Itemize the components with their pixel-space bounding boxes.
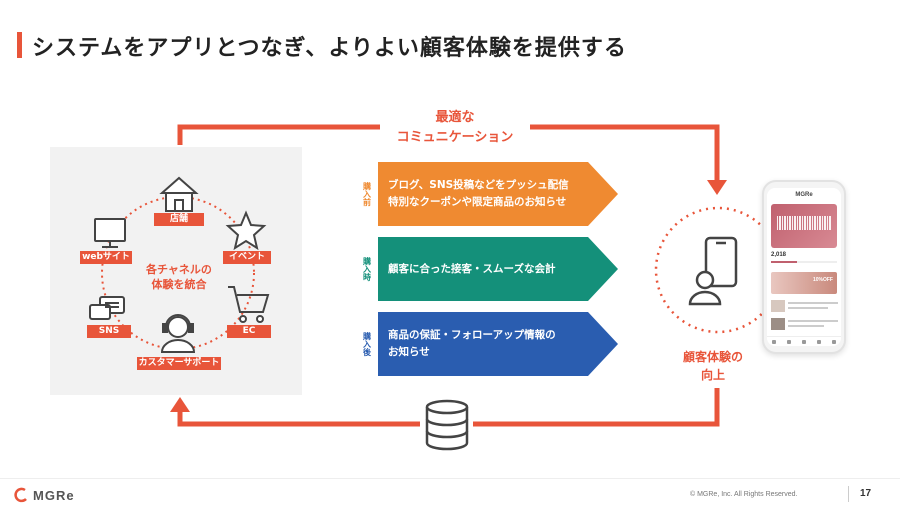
logo-text: MGRe bbox=[33, 487, 75, 503]
chat-bubble-icon bbox=[89, 296, 125, 320]
stage-arrow-shape bbox=[356, 312, 618, 376]
page-title: システムをアプリとつなぎ、よりよい顧客体験を提供する bbox=[32, 36, 627, 61]
phone-user-icon bbox=[688, 236, 738, 306]
banner-text: 10%OFF bbox=[812, 277, 833, 283]
channel-label-support: カスタマーサポート bbox=[137, 357, 221, 370]
channel-label-sns: SNS bbox=[87, 325, 131, 338]
caption-line-1: 各チャネルの bbox=[146, 263, 212, 276]
headset-icon bbox=[160, 314, 196, 353]
stage-before-purchase: 購入前 ブログ、SNS投稿などをプッシュ配信 特別なクーポンや限定商品のお知らせ bbox=[356, 162, 618, 226]
channel-diagram bbox=[89, 176, 270, 353]
page-number: 17 bbox=[860, 488, 872, 499]
improve-line-2: 向上 bbox=[700, 368, 725, 382]
loop-top-right-segment bbox=[530, 124, 720, 182]
points-progress bbox=[771, 261, 837, 263]
loop-top-left-segment bbox=[177, 124, 380, 145]
title-accent-bar bbox=[17, 32, 22, 58]
channel-label-store: 店舗 bbox=[154, 213, 204, 226]
page-number-divider bbox=[848, 486, 849, 502]
star-icon bbox=[225, 210, 267, 251]
communication-line-1: 最適な bbox=[435, 110, 475, 125]
loop-bottom-left-segment bbox=[177, 410, 420, 427]
phone-brand: MGRe bbox=[795, 192, 813, 198]
barcode-icon bbox=[777, 216, 831, 230]
store-icon bbox=[159, 176, 199, 212]
stage-arrow-shape bbox=[356, 162, 618, 226]
phone-screen: MGRe 2,018 10%OFF bbox=[767, 188, 841, 346]
sale-banner: 10%OFF bbox=[771, 272, 837, 294]
points-value: 2,018 bbox=[771, 252, 787, 258]
mgre-logo: MGRe bbox=[13, 487, 75, 503]
channel-label-ec: EC bbox=[227, 325, 271, 338]
stage-tag: 購入前 bbox=[356, 162, 378, 226]
channel-dotted-ring bbox=[101, 196, 255, 350]
list-item bbox=[771, 300, 838, 314]
stage-arrow-shape bbox=[356, 237, 618, 301]
stage-text-line-1: 商品の保証・フォローアップ情報の bbox=[388, 329, 556, 341]
stage-during-purchase: 購入時 顧客に合った接客・スムーズな会計 bbox=[356, 237, 618, 301]
database-icon bbox=[425, 399, 469, 451]
mgre-logo-icon bbox=[14, 487, 27, 503]
loop-up-arrowhead bbox=[170, 397, 190, 412]
caption-line-2: 体験を統合 bbox=[151, 278, 207, 291]
app-phone-mockup: MGRe 2,018 10%OFF bbox=[762, 180, 846, 354]
stage-text: 商品の保証・フォローアップ情報の お知らせ bbox=[388, 312, 608, 376]
stage-text-line-1: ブログ、SNS投稿などをプッシュ配信 bbox=[388, 179, 569, 191]
stage-tag: 購入時 bbox=[356, 237, 378, 301]
stage-after-purchase: 購入後 商品の保証・フォローアップ情報の お知らせ bbox=[356, 312, 618, 376]
stage-tag: 購入後 bbox=[356, 312, 378, 376]
phone-tab-bar bbox=[767, 336, 841, 346]
customer-experience-caption: 顧客体験の 向上 bbox=[668, 348, 758, 384]
copyright-text: © MGRe, Inc. All Rights Reserved. bbox=[690, 491, 798, 498]
communication-label: 最適な コミュニケーション bbox=[380, 108, 530, 148]
footer-divider bbox=[0, 478, 900, 479]
loop-down-arrowhead bbox=[707, 180, 727, 195]
channel-label-event: イベント bbox=[223, 251, 271, 264]
communication-line-2: コミュニケーション bbox=[396, 130, 514, 145]
cart-icon bbox=[228, 286, 270, 323]
stage-text: 顧客に合った接客・スムーズな会計 bbox=[388, 237, 608, 301]
stage-text: ブログ、SNS投稿などをプッシュ配信 特別なクーポンや限定商品のお知らせ bbox=[388, 162, 608, 226]
channel-integration-caption: 各チャネルの 体験を統合 bbox=[139, 262, 219, 292]
stage-text-line-2: お知らせ bbox=[388, 346, 430, 358]
stage-text-line-2: 特別なクーポンや限定商品のお知らせ bbox=[388, 196, 567, 208]
monitor-icon bbox=[94, 218, 126, 248]
loop-bottom-right-segment bbox=[473, 388, 720, 427]
channel-label-web: webサイト bbox=[80, 251, 132, 264]
stage-text-line-1: 顧客に合った接客・スムーズな会計 bbox=[388, 262, 556, 275]
list-item bbox=[771, 318, 838, 332]
improve-line-1: 顧客体験の bbox=[682, 350, 743, 364]
